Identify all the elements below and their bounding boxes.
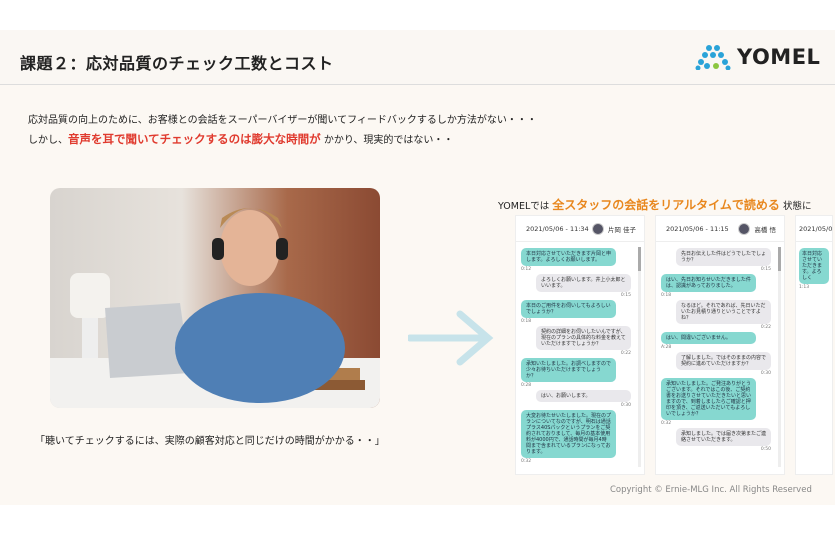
message-time: 0:15 bbox=[760, 267, 771, 272]
message-time: 0:32 bbox=[521, 459, 532, 464]
intro-line-1: 応対品質の向上のために、お客様との会話をスーパーバイザーが聞いてフィードバックす… bbox=[28, 115, 537, 126]
photo-caption: 「聴いてチェックするには、実際の顧客対応と同じだけの時間がかかる・・」 bbox=[35, 436, 385, 447]
message-time: 0:15 bbox=[620, 293, 631, 298]
solution-line: YOMELでは 全スタッフの会話をリアルタイムで読める 状態に bbox=[498, 196, 811, 213]
message-time: 1:13 bbox=[799, 285, 810, 290]
message-time: 0:18 bbox=[661, 293, 672, 298]
intro-highlight: 音声を耳で聞いてチェックするのは膨大な時間が bbox=[68, 132, 321, 146]
message-time: 0:50 bbox=[760, 447, 771, 452]
logo-text: YOMEL bbox=[737, 45, 821, 69]
logo-dots-icon bbox=[695, 45, 731, 70]
chat-panel[interactable]: 2021/05/06 - 11:34 片岡 佳子本日対応させていただきます片岡と申… bbox=[515, 215, 645, 475]
chat-message: 承知いたしました。お調べしますので少々お待ちいただけますでしょうか？ bbox=[521, 358, 616, 382]
yomel-logo: YOMEL bbox=[695, 44, 820, 70]
chat-message: はい、お願いします。 bbox=[536, 390, 631, 402]
chat-panel-header: 2021/05/06 - 11:15 高橋 悟 bbox=[656, 216, 784, 242]
message-time: 0:28 bbox=[521, 383, 532, 388]
chat-panel-header: 2021/05/06 - 11:34 片岡 佳子 bbox=[516, 216, 644, 242]
intro-line-2-post: かかり、現実的ではない・・ bbox=[320, 135, 454, 146]
arrow-right-icon bbox=[408, 310, 494, 366]
slide: 課題２：応対品質のチェック工数とコスト YOMEL 応対品質の向上のために、お客… bbox=[0, 30, 835, 505]
chat-message: なるほど。それであれば、先日いただいたお見積り通りということですよね？ bbox=[676, 300, 771, 324]
message-time: 0:32 bbox=[661, 421, 672, 426]
chat-message: よろしくお願いします。井上小太郎といいます。 bbox=[536, 274, 631, 292]
chat-message: 大変お待たせいたしました。現在のプランについてなのですが、明石は通話プラス40S… bbox=[521, 410, 616, 458]
message-time: A:28 bbox=[661, 345, 672, 350]
slide-title: 課題２：応対品質のチェック工数とコスト bbox=[20, 54, 334, 73]
chat-datetime: 2021/05/06 - 11:34 bbox=[526, 224, 589, 233]
message-time: 0:30 bbox=[760, 371, 771, 376]
chat-message: 承知しました。では届き次第またご連絡させていただきます。 bbox=[676, 428, 771, 446]
operator-photo bbox=[50, 188, 380, 408]
scrollbar[interactable] bbox=[778, 247, 781, 467]
chat-message: 本日対応させていただきます。よろしく bbox=[799, 248, 829, 284]
solution-post: 状態に bbox=[779, 201, 812, 212]
message-time: 0:22 bbox=[620, 351, 631, 356]
message-time: 0:30 bbox=[620, 403, 631, 408]
solution-pre: YOMELでは bbox=[498, 201, 553, 212]
chat-message: 承知いたしました。ご発注ありがとうございます。それではこの後、ご契約書をお送りさ… bbox=[661, 378, 756, 420]
chat-panel[interactable]: 2021/05/06 - 11:15 高橋 悟先日お伝えした件はどうでしたでしょう… bbox=[655, 215, 785, 475]
message-time: 0:22 bbox=[760, 325, 771, 330]
scrollbar[interactable] bbox=[638, 247, 641, 467]
message-time: 0:12 bbox=[521, 267, 532, 272]
chat-message: 本日のご用件をお伺いしてもよろしいでしょうか？ bbox=[521, 300, 616, 318]
chat-datetime: 2021/05/0 bbox=[799, 224, 833, 233]
message-time: 0:18 bbox=[521, 319, 532, 324]
avatar bbox=[738, 222, 751, 235]
intro-line-2-pre: しかし、 bbox=[28, 135, 68, 146]
copyright: Copyright © Ernie-MLG Inc. All Rights Re… bbox=[610, 485, 812, 495]
chat-datetime: 2021/05/06 - 11:15 bbox=[666, 224, 729, 233]
agent-name: 高橋 悟 bbox=[754, 225, 776, 234]
chat-message: 本日対応させていただきます片岡と申します。よろしくお願いします。 bbox=[521, 248, 616, 266]
avatar bbox=[591, 222, 604, 235]
chat-message: 先日お伝えした件はどうでしたでしょうか？ bbox=[676, 248, 771, 266]
chat-message: はい、間違いございません。 bbox=[661, 332, 756, 344]
chat-message: はい、先日お知らせいただきました件は、認識があっておりました。 bbox=[661, 274, 756, 292]
slide-header: 課題２：応対品質のチェック工数とコスト YOMEL bbox=[0, 30, 835, 85]
agent-name: 片岡 佳子 bbox=[607, 225, 636, 234]
intro-line-2: しかし、音声を耳で聞いてチェックするのは膨大な時間が かかり、現実的ではない・・ bbox=[28, 131, 453, 147]
chat-message: 契約の詳細をお伺いしたいんですが、現在のプランの具体的な料金を教えていただけます… bbox=[536, 326, 631, 350]
solution-highlight: 全スタッフの会話をリアルタイムで読める bbox=[552, 198, 780, 212]
chat-panel-header: 2021/05/0 bbox=[796, 216, 832, 242]
chat-message: 了解しました。ではそのままの内容で契約に進めていただけますか？ bbox=[676, 352, 771, 370]
